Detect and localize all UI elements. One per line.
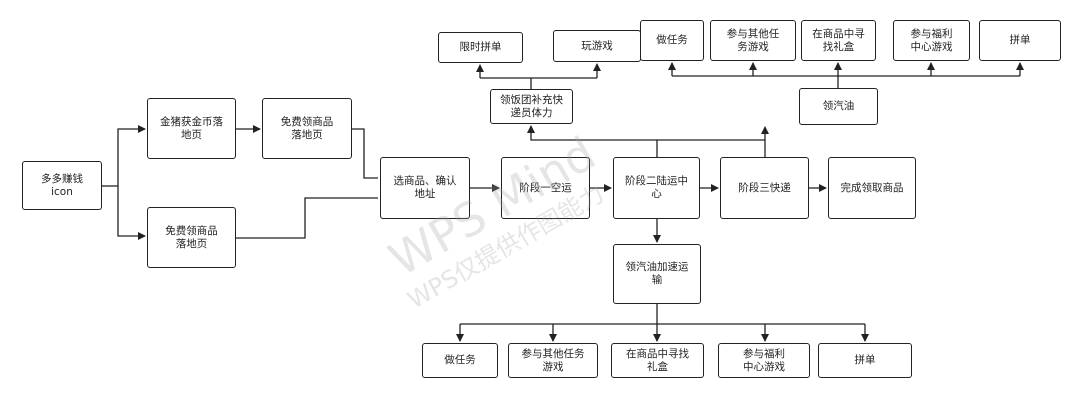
node-top-gift-box: 在商品中寻 找礼盒 — [801, 20, 876, 61]
node-play-games-label: 玩游戏 — [581, 39, 613, 52]
node-bottom-task-label: 做任务 — [444, 354, 476, 366]
node-gold-landing-label: 金猪获金币落 地页 — [160, 115, 223, 141]
node-top-task-label: 做任务 — [656, 34, 688, 46]
node-play-games: 玩游戏 — [553, 30, 641, 62]
node-bottom-welfare-games: 参与福利 中心游戏 — [718, 343, 810, 378]
node-top-welfare-games-label: 参与福利 中心游戏 — [910, 27, 953, 53]
node-bottom-group-buy-label: 拼单 — [854, 354, 876, 366]
node-meal-energy: 领饭团补充快 递员体力 — [490, 89, 573, 124]
edge-topbus-meal — [527, 125, 657, 141]
node-limited-group-buy: 限时拼单 — [438, 32, 523, 63]
node-free-landing-1: 免费领商品 落地页 — [262, 98, 352, 159]
node-free-landing-1-label: 免费领商品 落地页 — [280, 115, 334, 141]
node-select-product: 选商品、确认 地址 — [380, 157, 470, 219]
node-start: 多多赚钱 icon — [22, 161, 102, 210]
edge-free1-select — [352, 128, 378, 179]
node-bottom-task: 做任务 — [422, 343, 498, 378]
node-top-other-games: 参与其他任 务游戏 — [710, 20, 796, 61]
node-stage2-land-label: 阶段二陆运中 心 — [625, 175, 688, 200]
edge-free2-select — [236, 197, 378, 239]
node-gold-landing: 金猪获金币落 地页 — [147, 98, 236, 159]
node-get-oil-label: 领汽油 — [822, 100, 855, 112]
edge-start-free2 — [117, 186, 146, 240]
node-meal-energy-label: 领饭团补充快 递员体力 — [500, 93, 563, 119]
node-stage3-express-label: 阶段三快递 — [738, 181, 791, 194]
node-oil-accelerate-label: 领汽油加速运 输 — [625, 261, 689, 286]
node-bottom-other-games: 参与其他任务 游戏 — [508, 343, 598, 378]
node-top-task: 做任务 — [640, 20, 704, 61]
node-bottom-group-buy: 拼单 — [818, 343, 912, 378]
node-limited-group-buy-label: 限时拼单 — [459, 41, 502, 53]
node-top-welfare-games: 参与福利 中心游戏 — [893, 20, 970, 61]
edge-stage-topbus — [656, 139, 766, 157]
node-oil-accelerate: 领汽油加速运 输 — [613, 244, 701, 304]
node-top-group-buy-label: 拼单 — [1009, 34, 1031, 46]
node-start-label: 多多赚钱 icon — [41, 172, 83, 198]
node-complete: 完成领取商品 — [828, 157, 916, 219]
node-bottom-gift-box-label: 在商品中寻找 礼盒 — [626, 347, 689, 373]
node-top-gift-box-label: 在商品中寻 找礼盒 — [812, 27, 865, 53]
node-select-product-label: 选商品、确认 地址 — [393, 175, 457, 200]
edge-start-gold — [117, 125, 146, 186]
node-stage1-air-label: 阶段一空运 — [519, 181, 572, 194]
node-bottom-welfare-games-label: 参与福利 中心游戏 — [743, 347, 785, 373]
node-free-landing-2-label: 免费领商品 落地页 — [165, 224, 218, 250]
node-bottom-other-games-label: 参与其他任务 游戏 — [521, 347, 585, 373]
node-free-landing-2: 免费领商品 落地页 — [147, 207, 236, 268]
node-complete-label: 完成领取商品 — [840, 181, 904, 194]
node-top-other-games-label: 参与其他任 务游戏 — [726, 27, 780, 53]
node-stage2-land: 阶段二陆运中 心 — [613, 157, 700, 219]
node-stage3-express: 阶段三快递 — [720, 157, 809, 219]
node-stage1-air: 阶段一空运 — [501, 157, 590, 219]
node-top-group-buy: 拼单 — [979, 20, 1061, 61]
node-bottom-gift-box: 在商品中寻找 礼盒 — [611, 343, 704, 378]
node-get-oil: 领汽油 — [799, 88, 878, 125]
